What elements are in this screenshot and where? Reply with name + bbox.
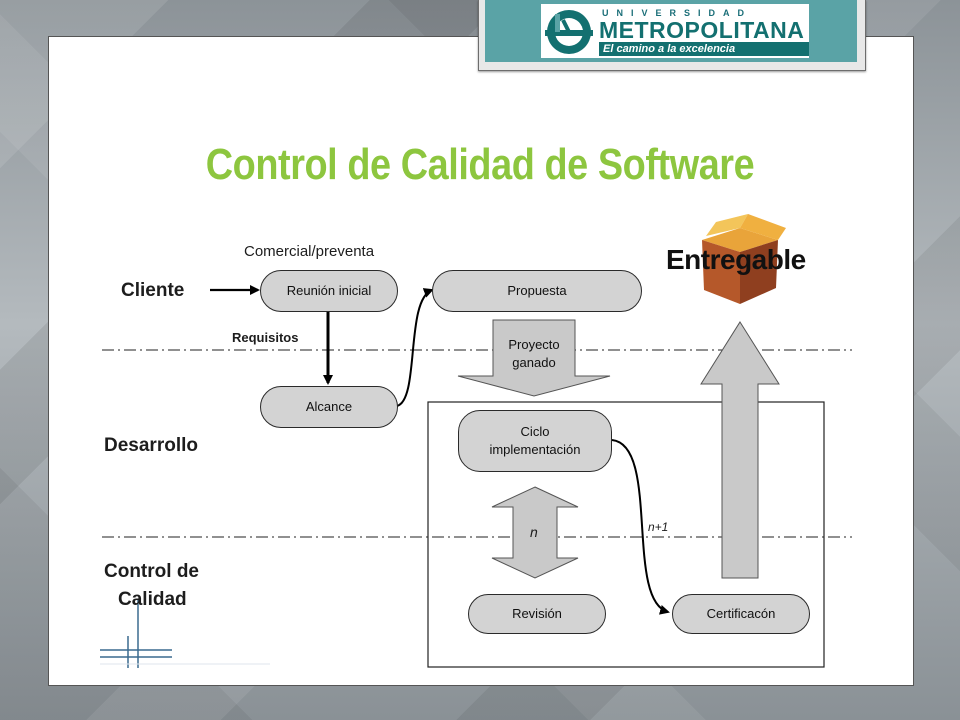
proyecto-line1: Proyecto — [508, 337, 560, 352]
slide-canvas — [48, 36, 914, 686]
lane-control-line2: Calidad — [118, 589, 187, 610]
comercial-label: Comercial/preventa — [244, 243, 375, 260]
proyecto-ganado-text: Proyecto ganado — [494, 336, 574, 372]
logo-top-line: UNIVERSIDAD — [602, 8, 753, 18]
n-label: n — [530, 524, 538, 540]
slide-title: Control de Calidad de Software — [205, 140, 755, 189]
node-reunion-inicial: Reunión inicial — [260, 270, 398, 312]
n-plus-1-label: n+1 — [648, 520, 669, 534]
logo-emblem-icon — [545, 10, 593, 54]
iteration-double-arrow — [491, 486, 579, 579]
entregable-up-arrow — [700, 321, 780, 579]
arrow-alcance-propuesta — [396, 288, 434, 407]
node-revision: Revisión — [468, 594, 606, 634]
lane-desarrollo: Desarrollo — [104, 435, 198, 456]
logo-name: METROPOLITANA — [599, 17, 805, 43]
requisitos-label: Requisitos — [232, 330, 299, 345]
proyecto-ganado-arrow — [457, 319, 611, 397]
university-logo: UNIVERSIDAD METROPOLITANA El camino a la… — [541, 4, 809, 58]
node-alcance: Alcance — [260, 386, 398, 428]
lane-control-line1: Control de — [104, 561, 199, 582]
node-ciclo-implementacion: Ciclo implementación — [458, 410, 612, 472]
node-propuesta: Propuesta — [432, 270, 642, 312]
node-certificacion: Certificacón — [672, 594, 810, 634]
node-ciclo-line1: Ciclo — [520, 424, 550, 439]
package-box-icon — [702, 214, 786, 304]
arrow-ciclo-certificacion — [611, 439, 670, 615]
proyecto-line2: ganado — [512, 355, 556, 370]
entregable-label: Entregable — [666, 244, 806, 275]
logo-tagline: El camino a la excelencia — [599, 42, 809, 56]
lane-cliente: Cliente — [121, 280, 185, 301]
node-ciclo-line2: implementación — [489, 442, 581, 457]
development-box — [427, 401, 825, 668]
